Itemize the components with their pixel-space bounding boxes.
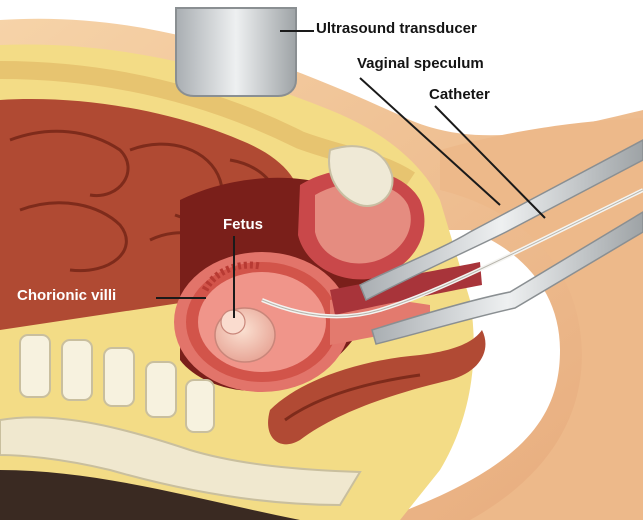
ultrasound-transducer-label: Ultrasound transducer — [316, 20, 477, 38]
fetus-label: Fetus — [223, 216, 263, 234]
vaginal-speculum-label: Vaginal speculum — [357, 55, 484, 73]
chorionic-villi-label: Chorionic villi — [17, 287, 116, 305]
ultrasound-transducer-shape — [176, 8, 296, 96]
catheter-label: Catheter — [429, 86, 490, 104]
